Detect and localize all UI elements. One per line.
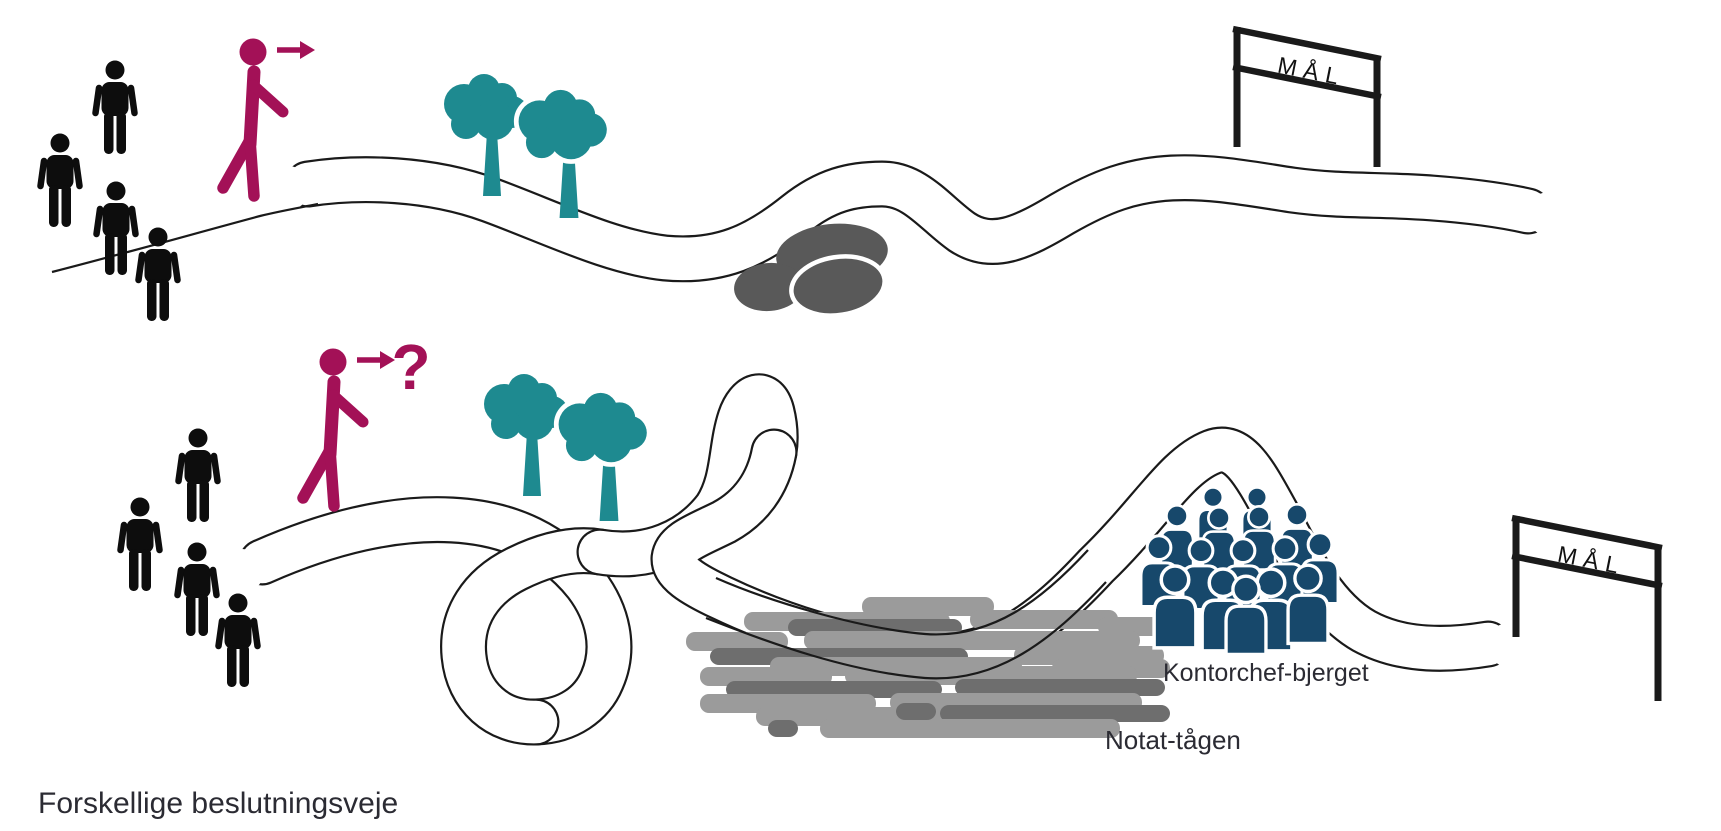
crowd-figure <box>1286 563 1330 646</box>
fog-bar <box>940 705 1170 722</box>
direction-arrow-icon <box>357 351 395 369</box>
fog-of-memos <box>686 597 1170 738</box>
bystander-figure <box>219 594 258 688</box>
fog-bar <box>726 681 942 698</box>
rocks-icon <box>734 223 888 318</box>
question-mark: ? <box>391 331 430 403</box>
crowd-figure <box>1224 574 1268 657</box>
fog-bar <box>955 679 1165 696</box>
office-chief-mountain <box>1139 486 1340 657</box>
fog-bar <box>804 631 1140 650</box>
fog-bar <box>820 719 1120 738</box>
fog-bar <box>970 610 1118 629</box>
fog-label: Notat-tågen <box>1105 725 1241 755</box>
fog-road-lines <box>705 549 1107 680</box>
bystander-figure <box>96 61 135 155</box>
figure-caption: Forskellige beslutningsveje <box>38 787 398 820</box>
top-road-start-line <box>51 202 319 274</box>
crowd-figure <box>1152 564 1198 650</box>
fog-bar <box>862 597 994 616</box>
trees-bottom <box>484 374 647 521</box>
fog-bar <box>768 720 798 737</box>
goal-sign-bottom: MÅL <box>1511 514 1663 701</box>
bystander-figure <box>121 498 160 592</box>
fog-bar <box>896 703 936 720</box>
top-bystander-group <box>41 61 178 322</box>
direction-arrow-icon <box>277 41 315 59</box>
bottom-scene: ? MÅL Kontorchef-bjerget Notat-tågen <box>121 331 1663 755</box>
goal-sign-top: MÅL <box>1232 25 1382 167</box>
tree-icon <box>559 393 647 521</box>
bystander-figure <box>179 429 218 523</box>
bystander-figure <box>178 543 217 637</box>
bottom-walker-figure <box>303 349 363 507</box>
bystander-figure <box>97 182 136 276</box>
bystander-figure <box>139 228 178 322</box>
fog-bar <box>686 632 788 651</box>
bystander-figure <box>41 134 80 228</box>
tree-icon <box>484 374 568 496</box>
mountain-label: Kontorchef-bjerget <box>1163 659 1369 687</box>
top-scene: MÅL <box>41 25 1571 322</box>
